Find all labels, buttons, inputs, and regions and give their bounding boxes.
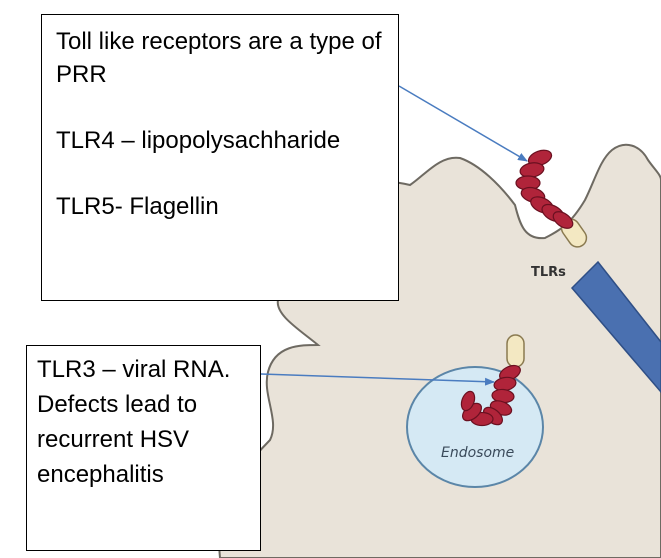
endosome [406,366,544,488]
surface-tlr-beads [515,149,574,229]
callout-tlr-line1: Toll like receptors are a type of PRR [56,28,382,88]
endosomal-tlr-beads [460,364,521,427]
signal-arrow-shaft [570,260,661,394]
tlrs-label: TLRs [531,265,566,280]
endosomal-tlr [460,334,525,427]
surface-tlr [515,149,588,248]
callout-tlr3-text: TLR3 – viral RNA. Defects lead to recurr… [37,356,231,488]
callout-tlr-line3: TLR5- Flagellin [56,193,219,220]
pointer-line-surface-tlr [398,85,528,162]
endosome-label: Endosome [441,445,514,461]
callout-tlr-types: Toll like receptors are a type of PRR TL… [41,14,399,301]
callout-tlr3: TLR3 – viral RNA. Defects lead to recurr… [26,345,261,551]
callout-tlr-line2: TLR4 – lipopolysachharide [56,127,341,154]
endosomal-tlr-tail [506,334,525,368]
pointer-line-tlr3 [260,373,495,386]
